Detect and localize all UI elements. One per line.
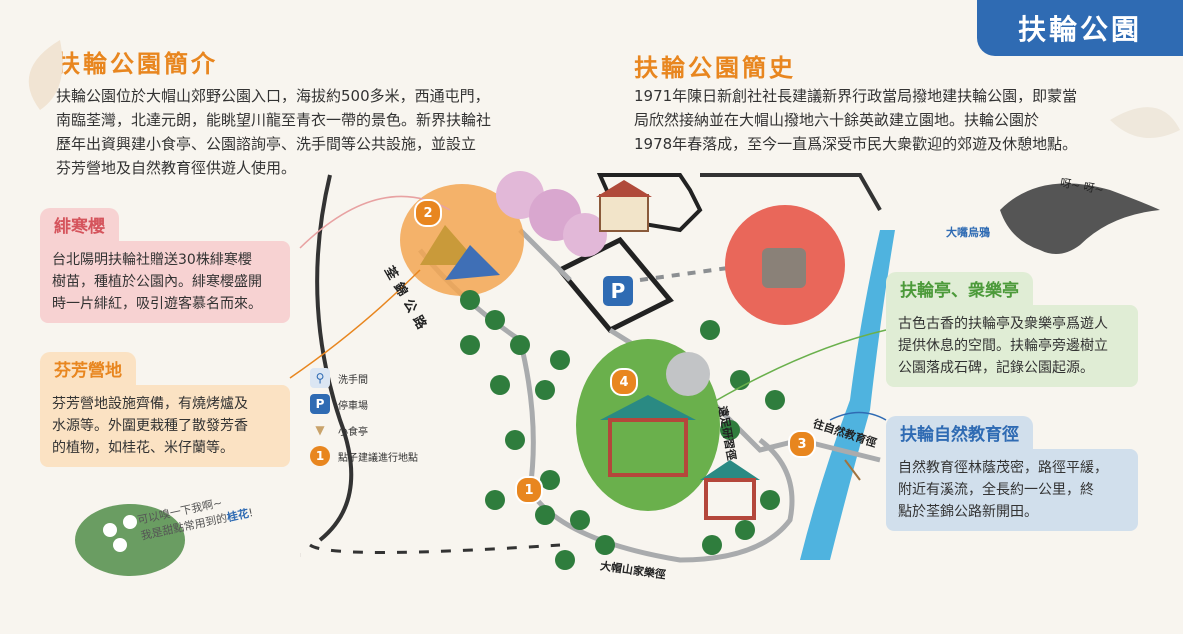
legend-item: ⚲ 洗手間 xyxy=(310,365,418,391)
card-body: 自然教育徑林蔭茂密，路徑平緩， 附近有溪流，全長約一公里，終 點於荃錦公路新開田… xyxy=(886,449,1138,531)
intro-title: 扶輪公園簡介 xyxy=(56,50,218,78)
number-marker-icon: 1 xyxy=(310,446,330,466)
stream-shape xyxy=(800,230,895,560)
tree-group xyxy=(460,290,785,570)
marker-1-icon: 1 xyxy=(515,476,543,504)
history-line: 1978年春落成，至今一直爲深受市民大衆歡迎的郊遊及休憩地點。 xyxy=(634,135,1078,153)
legend-item: 1 點子建議進行地點 xyxy=(310,443,418,469)
card-line: 公園落成石碑，記錄公園起源。 xyxy=(898,360,1094,376)
road-shape xyxy=(315,174,354,542)
osmanthus-leaf-icon xyxy=(75,504,185,576)
marker-3-icon: 3 xyxy=(788,430,816,458)
card-line: 樹苗，種植於公園內。緋寒櫻盛開 xyxy=(52,274,262,290)
leaf-decoration-icon xyxy=(1110,107,1180,138)
card-title: 扶輪自然教育徑 xyxy=(886,416,1033,449)
history-title: 扶輪公園簡史 xyxy=(634,54,796,82)
intro-line: 扶輪公園位於大帽山郊野公園入口，海拔約500多米，西通屯門， xyxy=(56,87,490,105)
history-text: 1971年陳日新創社社長建議新界行政當局撥地建扶輪公園，即蒙當 局欣然接納並在大… xyxy=(634,84,1154,156)
card-line: 水源等。外圍更栽種了散發芳香 xyxy=(52,418,248,434)
card-line: 的植物，如桂花、米仔蘭等。 xyxy=(52,440,234,456)
card-line: 芬芳營地設施齊備，有燒烤爐及 xyxy=(52,396,248,412)
intro-line: 歷年出資興建小食亭、公園諮詢亭、洗手間等公共設施，並設立 xyxy=(56,135,477,153)
crow-label: 大嘴烏鴉 xyxy=(946,226,990,239)
card-line: 自然教育徑林蔭茂密，路徑平緩， xyxy=(898,460,1108,476)
card-line: 古色古香的扶輪亭及衆樂亭爲遊人 xyxy=(898,316,1108,332)
legend-label: 洗手間 xyxy=(338,374,368,386)
intro-line: 南臨荃灣，北達元朗，能眺望川龍至青衣一帶的景色。新界扶輪社 xyxy=(56,111,492,129)
card-line: 時一片緋紅，吸引遊客慕名而來。 xyxy=(52,296,262,312)
card-body: 芬芳營地設施齊備，有燒烤爐及 水源等。外圍更栽種了散發芳香 的植物，如桂花、米仔… xyxy=(40,385,290,467)
card-title: 芬芳營地 xyxy=(40,352,136,385)
card-title: 扶輪亭、衆樂亭 xyxy=(886,272,1033,305)
card-title: 緋寒櫻 xyxy=(40,208,119,241)
leaf-decoration-icon xyxy=(28,40,63,110)
card-pavilion: 扶輪亭、衆樂亭 古色古香的扶輪亭及衆樂亭爲遊人 提供休息的空間。扶輪亭旁邊樹立 … xyxy=(886,272,1138,387)
crow-icon xyxy=(1000,183,1160,254)
legend-label: 停車場 xyxy=(338,400,368,412)
card-body: 台北陽明扶輪社贈送30株緋寒櫻 樹苗，種植於公園內。緋寒櫻盛開 時一片緋紅，吸引… xyxy=(40,241,290,323)
card-line: 點於荃錦公路新開田。 xyxy=(898,504,1038,520)
icecream-icon: ▼ xyxy=(315,423,325,437)
card-line: 提供休息的空間。扶輪亭旁邊樹立 xyxy=(898,338,1108,354)
marker-2-icon: 2 xyxy=(414,199,442,227)
history-line: 局欣然接納並在大帽山撥地六十餘英畝建立園地。扶輪公園於 xyxy=(634,111,1040,129)
parking-icon: P xyxy=(310,394,330,414)
card-camp: 芬芳營地 芬芳營地設施齊備，有燒烤爐及 水源等。外圍更栽種了散發芳香 的植物，如… xyxy=(40,352,290,467)
legend-item: P 停車場 xyxy=(310,391,418,417)
toilet-building xyxy=(599,194,649,232)
legend-label: 小食亭 xyxy=(338,426,368,438)
card-line: 台北陽明扶輪社贈送30株緋寒櫻 xyxy=(52,252,252,268)
card-trail: 扶輪自然教育徑 自然教育徑林蔭茂密，路徑平緩， 附近有溪流，全長約一公里，終 點… xyxy=(886,416,1138,531)
page-badge: 扶輪公園 xyxy=(977,0,1183,56)
tent-icon xyxy=(445,245,500,280)
arrow-icon xyxy=(844,459,861,481)
road-shape xyxy=(700,173,882,211)
trail-path xyxy=(418,248,795,563)
card-line: 附近有溪流，全長約一公里，終 xyxy=(898,482,1094,498)
history-line: 1971年陳日新創社社長建議新界行政當局撥地建扶輪公園，即蒙當 xyxy=(634,87,1078,105)
card-body: 古色古香的扶輪亭及衆樂亭爲遊人 提供休息的空間。扶輪亭旁邊樹立 公園落成石碑，記… xyxy=(886,305,1138,387)
bbq-stove-icon xyxy=(762,248,806,288)
legend-label: 點子建議進行地點 xyxy=(338,452,418,464)
marker-4-icon: 4 xyxy=(610,368,638,396)
roundabout-shape xyxy=(666,352,710,396)
legend-item: ▼ 小食亭 xyxy=(310,417,418,443)
intro-text: 扶輪公園位於大帽山郊野公園入口，海拔約500多米，西通屯門， 南臨荃灣，北達元朗… xyxy=(56,84,556,180)
dashed-path xyxy=(309,543,561,554)
parking-sign-icon: P xyxy=(603,276,633,306)
map-legend: ⚲ 洗手間 P 停車場 ▼ 小食亭 1 點子建議進行地點 xyxy=(310,365,418,469)
pavilion-icon xyxy=(600,395,696,420)
card-sakura: 緋寒櫻 台北陽明扶輪社贈送30株緋寒櫻 樹苗，種植於公園內。緋寒櫻盛開 時一片緋… xyxy=(40,208,290,323)
toilet-icon: ⚲ xyxy=(310,368,330,388)
intro-line: 芬芳營地及自然教育徑供遊人使用。 xyxy=(56,159,297,177)
